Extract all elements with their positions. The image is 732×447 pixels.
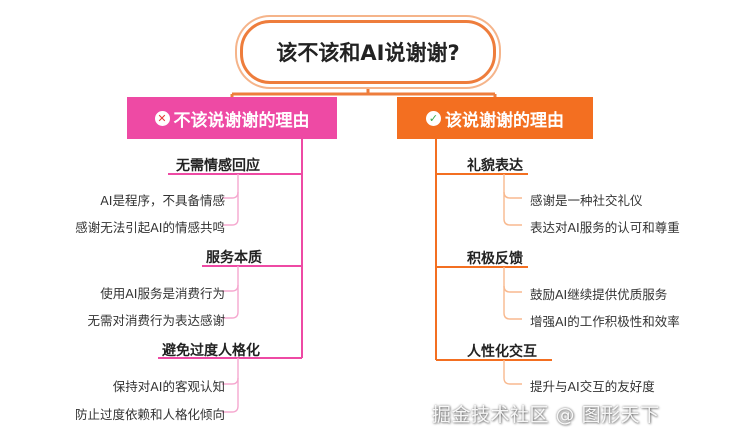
x-circle-icon: ✕ — [154, 110, 170, 126]
leaf-efficiency[interactable]: 增强AI的工作积极性和效率 — [530, 314, 680, 329]
branch-not-thank[interactable]: ✕ 不该说谢谢的理由 — [127, 97, 337, 139]
branch-not-thank-label: 不该说谢谢的理由 — [173, 110, 310, 131]
topic-politeness[interactable]: 礼貌表达 — [467, 158, 523, 174]
leaf-no-thanks-needed[interactable]: 无需对消费行为表达感谢 — [87, 313, 225, 328]
leaf-friendliness[interactable]: 提升与AI交互的友好度 — [530, 379, 655, 394]
topic-service-nature[interactable]: 服务本质 — [206, 250, 262, 266]
leaf-prevent-dependence[interactable]: 防止过度依赖和人格化倾向 — [74, 407, 225, 422]
leaf-consumption[interactable]: 使用AI服务是消费行为 — [100, 286, 225, 301]
branch-should-thank[interactable]: ✓ 该说谢谢的理由 — [397, 97, 593, 139]
topic-positive-feedback[interactable]: 积极反馈 — [467, 251, 523, 267]
leaf-social-etiquette[interactable]: 感谢是一种社交礼仪 — [530, 193, 643, 208]
leaf-ai-is-program[interactable]: AI是程序，不具备情感 — [100, 193, 225, 208]
topic-humanized-interaction[interactable]: 人性化交互 — [467, 344, 537, 360]
leaf-encourage[interactable]: 鼓励AI继续提供优质服务 — [530, 287, 668, 302]
leaf-respect[interactable]: 表达对AI服务的认可和尊重 — [530, 220, 680, 235]
leaf-objective-view[interactable]: 保持对AI的客观认知 — [112, 379, 225, 394]
topic-avoid-personification[interactable]: 避免过度人格化 — [162, 343, 260, 359]
root-topic[interactable]: 该不该和AI说谢谢? — [240, 20, 496, 84]
check-circle-icon: ✓ — [426, 110, 441, 126]
watermark: 掘金技术社区 @ 图形天下 — [432, 404, 660, 426]
leaf-no-resonance[interactable]: 感谢无法引起AI的情感共鸣 — [75, 220, 225, 235]
root-title: 该不该和AI说谢谢? — [276, 41, 460, 65]
branch-should-thank-label: 该说谢谢的理由 — [445, 110, 564, 131]
topic-no-emotion[interactable]: 无需情感回应 — [176, 158, 260, 174]
